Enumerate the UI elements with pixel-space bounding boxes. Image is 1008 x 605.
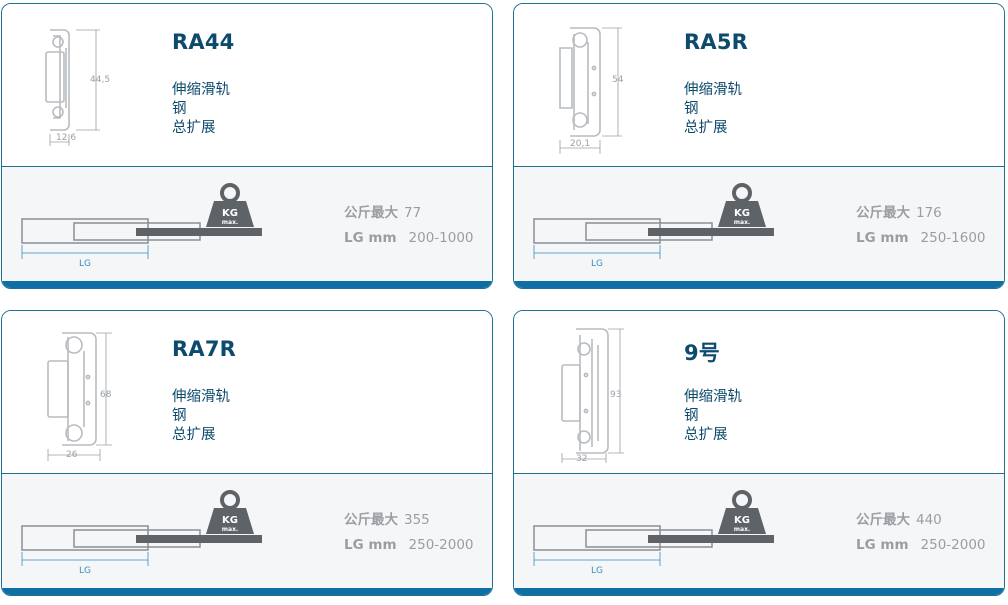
- product-specs: 伸缩滑轨 钢 总扩展: [172, 388, 230, 445]
- lg-label: LG mm: [344, 230, 397, 246]
- card-specs-panel: KG max. LG 公斤最大 440 LG mm 250-2000: [514, 473, 1004, 595]
- card-specs-panel: KG max. LG 公斤最大 77 LG mm 200-1000: [2, 166, 492, 288]
- product-card-ra7r[interactable]: 68 26 RA7R 伸缩滑轨 钢 总扩展 KG max. LG: [1, 310, 493, 596]
- spec-type: 伸缩滑轨: [684, 389, 742, 405]
- load-label: 公斤最大: [344, 205, 398, 221]
- card-accent-bar: [2, 281, 492, 288]
- lg-value: 250-2000: [408, 537, 474, 553]
- spec-extension: 总扩展: [684, 120, 728, 136]
- product-card-ra44[interactable]: 44,5 12,6 RA44 伸缩滑轨 钢 总扩展 KG max.: [1, 3, 493, 289]
- lg-label: LG mm: [344, 537, 397, 553]
- lg-label: LG mm: [856, 537, 909, 553]
- weight-badge-kg: KG: [222, 515, 238, 526]
- spec-material: 钢: [172, 101, 187, 117]
- width-dimension-label: 20,1: [570, 139, 590, 149]
- load-capacity: 公斤最大 176: [856, 201, 942, 221]
- spec-material: 钢: [684, 101, 699, 117]
- spec-type: 伸缩滑轨: [172, 389, 230, 405]
- extension-diagram: KG max. LG: [21, 183, 262, 269]
- length-range: LG mm 200-1000: [344, 230, 474, 246]
- lg-dimension-label: LG: [591, 566, 603, 576]
- weight-icon: [718, 490, 766, 534]
- extension-diagram: KG max. LG: [21, 490, 262, 576]
- load-capacity: 公斤最大 77: [344, 201, 421, 221]
- weight-badge-kg: KG: [222, 208, 238, 219]
- weight-badge-kg: KG: [734, 515, 750, 526]
- product-title: RA44: [172, 30, 235, 54]
- card-specs-panel: KG max. LG 公斤最大 355 LG mm 250-2000: [2, 473, 492, 595]
- spec-material: 钢: [684, 408, 699, 424]
- weight-badge-max: max.: [734, 526, 750, 533]
- lg-dimension-label: LG: [79, 259, 91, 269]
- width-dimension-label: 26: [66, 450, 78, 460]
- load-capacity: 公斤最大 355: [344, 508, 430, 528]
- rail-profile-diagram: 93 32: [561, 328, 624, 463]
- height-dimension-label: 68: [100, 390, 112, 400]
- spec-extension: 总扩展: [172, 120, 216, 136]
- weight-icon: [718, 183, 766, 227]
- rail-profile-diagram: 54 20,1: [559, 27, 624, 154]
- height-dimension-label: 54: [612, 75, 624, 85]
- load-value: 355: [404, 512, 430, 528]
- weight-icon: [206, 183, 254, 227]
- product-specs: 伸缩滑轨 钢 总扩展: [172, 81, 230, 138]
- lg-value: 200-1000: [408, 230, 474, 246]
- card-header: 44,5 12,6 RA44 伸缩滑轨 钢 总扩展: [2, 4, 492, 166]
- load-label: 公斤最大: [856, 512, 910, 528]
- load-value: 77: [404, 205, 422, 221]
- weight-badge-max: max.: [734, 219, 750, 226]
- lg-dimension-label: LG: [79, 566, 91, 576]
- length-range: LG mm 250-2000: [344, 537, 474, 553]
- weight-badge-max: max.: [222, 526, 238, 533]
- product-title: RA5R: [684, 30, 749, 54]
- length-range: LG mm 250-2000: [856, 537, 986, 553]
- spec-type: 伸缩滑轨: [684, 82, 742, 98]
- load-label: 公斤最大: [856, 205, 910, 221]
- lg-value: 250-1600: [920, 230, 986, 246]
- extension-diagram: KG max. LG: [533, 183, 774, 269]
- lg-dimension-label: LG: [591, 259, 603, 269]
- card-header: 68 26 RA7R 伸缩滑轨 钢 总扩展: [2, 311, 492, 473]
- height-dimension-label: 44,5: [90, 75, 110, 85]
- card-specs-panel: KG max. LG 公斤最大 176 LG mm 250-1600: [514, 166, 1004, 288]
- width-dimension-label: 12,6: [56, 133, 76, 143]
- load-value: 176: [916, 205, 942, 221]
- card-accent-bar: [514, 281, 1004, 288]
- height-dimension-label: 93: [610, 390, 621, 400]
- lg-label: LG mm: [856, 230, 909, 246]
- product-card-ra5r[interactable]: 54 20,1 RA5R 伸缩滑轨 钢 总扩展 KG max. LG: [513, 3, 1005, 289]
- spec-extension: 总扩展: [172, 427, 216, 443]
- extension-diagram: KG max. LG: [533, 490, 774, 576]
- load-label: 公斤最大: [344, 512, 398, 528]
- weight-icon: [206, 490, 254, 534]
- product-specs: 伸缩滑轨 钢 总扩展: [684, 388, 742, 445]
- product-title: 9号: [684, 341, 721, 365]
- card-accent-bar: [514, 588, 1004, 595]
- load-capacity: 公斤最大 440: [856, 508, 942, 528]
- product-title: RA7R: [172, 337, 237, 361]
- length-range: LG mm 250-1600: [856, 230, 986, 246]
- card-header: 54 20,1 RA5R 伸缩滑轨 钢 总扩展: [514, 4, 1004, 166]
- rail-profile-diagram: 44,5 12,6: [45, 29, 110, 146]
- card-header: 93 32 9号 伸缩滑轨 钢 总扩展: [514, 311, 1004, 473]
- load-value: 440: [916, 512, 942, 528]
- weight-badge-max: max.: [222, 219, 238, 226]
- product-card-9[interactable]: 93 32 9号 伸缩滑轨 钢 总扩展 KG max. LG: [513, 310, 1005, 596]
- width-dimension-label: 32: [576, 454, 587, 463]
- spec-material: 钢: [172, 408, 187, 424]
- weight-badge-kg: KG: [734, 208, 750, 219]
- rail-profile-diagram: 68 26: [47, 332, 112, 461]
- spec-extension: 总扩展: [684, 427, 728, 443]
- spec-type: 伸缩滑轨: [172, 82, 230, 98]
- card-accent-bar: [2, 588, 492, 595]
- lg-value: 250-2000: [920, 537, 986, 553]
- product-specs: 伸缩滑轨 钢 总扩展: [684, 81, 742, 138]
